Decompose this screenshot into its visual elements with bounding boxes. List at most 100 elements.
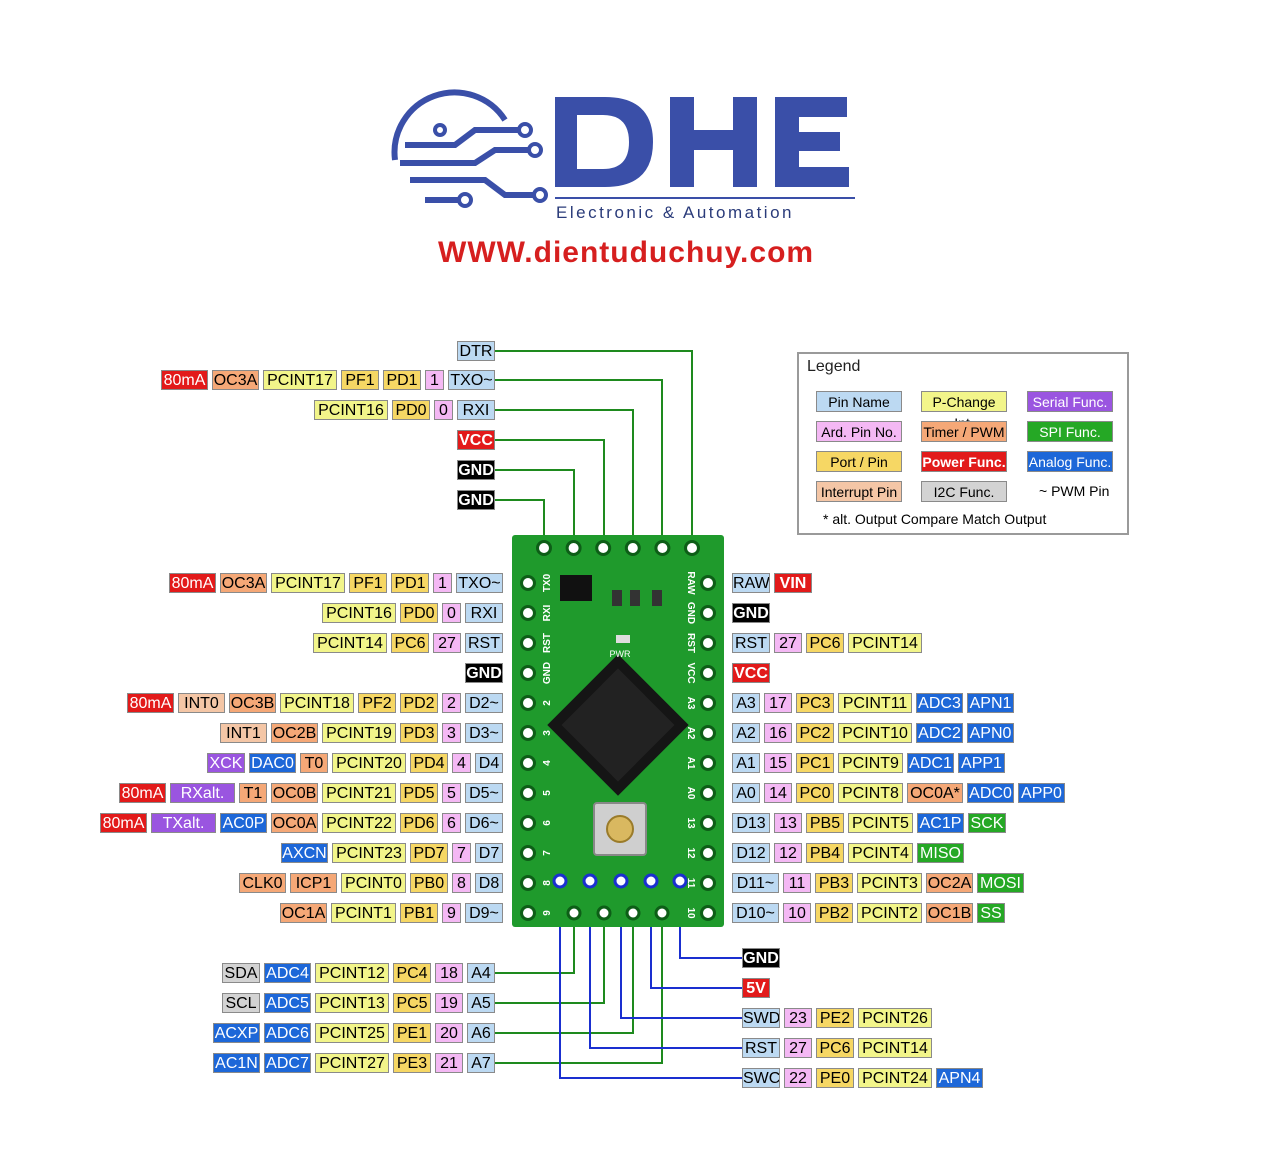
isp-hole [672,873,688,889]
right-hole [700,845,716,861]
left-hole [520,665,536,681]
silk-right-label: A0 [685,787,696,800]
top-pin-1-label: 80mA [161,370,208,390]
left-pin-11-label: D9~ [465,903,503,923]
left-pin-9-label: 7 [452,843,471,863]
left-pin-1-label: RXI [465,603,503,623]
website-link[interactable]: WWW.dientuduchuy.com [438,236,815,269]
right-hole [700,875,716,891]
left-pin-0-label: TXO~ [456,573,503,593]
legend-footnote: * alt. Output Compare Match Output [823,511,1047,527]
legend-swatch-int: Interrupt Pin [816,481,902,502]
legend-swatch-ser: Serial Func. [1027,391,1113,412]
right-pin-9-label: PB4 [806,843,844,863]
right-pin-7-label: PCINT8 [838,783,903,803]
right-pin-7-label: PC0 [796,783,834,803]
left-pin-5-label: PCINT19 [322,723,396,743]
right-pin-6-label: APP1 [958,753,1005,773]
bottom-left-pin-3-label: PCINT27 [315,1053,389,1073]
left-pin-4-label: PD2 [400,693,438,713]
right-hole [700,725,716,741]
left-pin-6-label: D4 [475,753,503,773]
right-pin-2-label: PCINT14 [848,633,922,653]
top-pin-2-label: 0 [434,400,453,420]
silk-left-label: GND [542,662,553,684]
right-pin-10-label: D11~ [732,873,779,893]
silk-right-label: VCC [685,662,696,683]
bottom-left-pin-0-label: 18 [435,963,463,983]
legend-swatch-pin: Pin Name [816,391,902,412]
left-pin-6-label: PCINT20 [332,753,406,773]
right-pin-1-label: GND [732,603,770,623]
right-pin-7-label: 14 [764,783,792,803]
left-pin-9-label: PD7 [410,843,448,863]
right-hole [700,605,716,621]
right-pin-7-label: APP0 [1018,783,1065,803]
left-pin-1-label: PCINT16 [322,603,396,623]
right-pin-5-label: PC2 [796,723,834,743]
top-pin-0-label: DTR [457,341,495,361]
left-pin-8-label: AC0P [220,813,267,833]
silk-right-label: RAW [685,571,696,595]
bottom-left-pin-1-label: 19 [435,993,463,1013]
bottom-left-pin-2-label: ACXP [213,1023,260,1043]
left-pin-2-label: RST [465,633,503,653]
left-hole [520,905,536,921]
left-pin-8-label: OC0A [271,813,318,833]
right-pin-6-label: ADC1 [907,753,954,773]
right-pin-9-label: MISO [917,843,964,863]
left-pin-5-label: D3~ [465,723,503,743]
left-pin-4-label: PCINT18 [280,693,354,713]
bottom-right-wire-4 [559,881,742,1079]
legend-swatch-pwr: Power Func. [921,451,1007,472]
pwr-led [616,635,630,643]
silk-right-label: 13 [685,817,696,829]
header-hole [624,540,641,556]
bottom-left-pin-3-label: ADC7 [264,1053,311,1073]
bottom-left-pin-0-label: ADC4 [264,963,311,983]
legend-swatch-spi: SPI Func. [1027,421,1113,442]
silk-left-label: 6 [542,820,553,826]
legend-title: Legend [807,358,861,375]
silk-left-label: TX0 [542,573,553,592]
right-pin-10-label: MOSI [977,873,1024,893]
right-pin-5-label: PCINT10 [838,723,912,743]
bottom-right-pin-4-label: 22 [784,1068,812,1088]
left-hole [520,755,536,771]
bottom-right-wire-3 [589,881,742,1049]
left-pin-11-label: PCINT1 [331,903,396,923]
analog-hole [625,905,641,921]
isp-hole [613,873,629,889]
right-hole [700,665,716,681]
bottom-left-pin-0-label: A4 [467,963,495,983]
silk-right-label: GND [685,602,696,624]
bottom-right-pin-0-label: GND [742,948,780,968]
left-pin-4-label: OC3B [229,693,276,713]
left-pin-8-label: TXalt. [151,813,216,833]
right-hole [700,755,716,771]
smd-part [630,590,640,606]
left-pin-3-label: GND [465,663,503,683]
bottom-right-pin-3-label: PC6 [816,1038,854,1058]
top-wire-2 [495,409,634,547]
right-pin-11-label: SS [977,903,1005,923]
right-pin-9-label: D12 [732,843,770,863]
left-pin-9-label: PCINT23 [332,843,406,863]
silk-right-label: RST [685,633,696,653]
bottom-right-pin-3-label: PCINT14 [858,1038,932,1058]
right-pin-4-label: ADC3 [916,693,963,713]
left-hole [520,695,536,711]
smd-part [612,590,622,606]
bottom-right-pin-4-label: APN4 [936,1068,983,1088]
right-pin-9-label: 12 [774,843,802,863]
right-pin-10-label: 11 [783,873,811,893]
silk-left-label: 8 [542,880,553,886]
legend-pwm-note: ~ PWM Pin [1039,483,1110,499]
bottom-left-pin-0-label: PC4 [393,963,431,983]
header-hole [654,540,671,556]
silk-left-label: RXI [542,604,553,621]
silk-left-label: 4 [542,760,553,766]
legend-swatch-tim: Timer / PWM [921,421,1007,442]
left-pin-5-label: 3 [442,723,461,743]
left-pin-10-label: CLK0 [239,873,286,893]
